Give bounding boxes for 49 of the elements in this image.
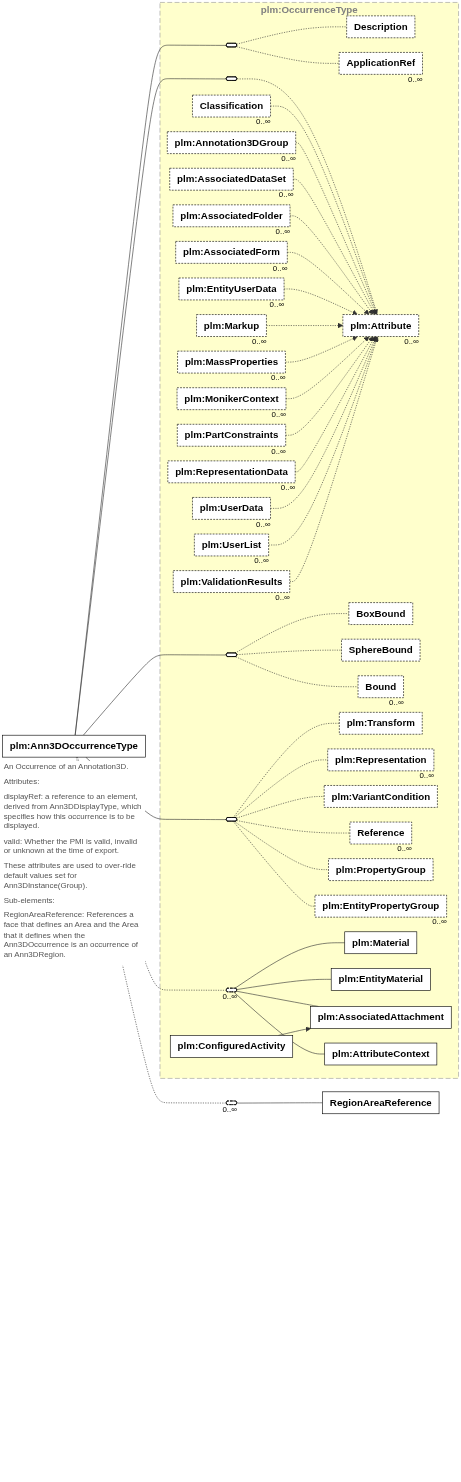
connector bbox=[233, 821, 316, 907]
connector bbox=[83, 654, 227, 736]
connector bbox=[233, 759, 328, 819]
connector bbox=[234, 613, 350, 654]
node-box: Classification bbox=[192, 94, 271, 118]
node-box: plm:Material bbox=[344, 931, 418, 955]
connector bbox=[236, 46, 340, 64]
node-box: plm:UserData bbox=[192, 497, 271, 520]
node-box: plm:Annotation3DGroup bbox=[167, 131, 296, 154]
node-box: plm:MassProperties bbox=[177, 350, 286, 374]
node-box: plm:Representation bbox=[327, 748, 435, 772]
connector bbox=[236, 979, 332, 990]
node-box: plm:Attribute bbox=[342, 314, 420, 337]
node-box: plm:AssociatedForm bbox=[175, 241, 288, 264]
node-box: plm:PropertyGroup bbox=[328, 858, 434, 881]
node-box: RegionAreaReference bbox=[322, 1091, 440, 1115]
node-box: plm:RepresentationData bbox=[167, 460, 296, 484]
node-box: ApplicationRef bbox=[338, 52, 423, 75]
node-box: plm:VariantCondition bbox=[323, 785, 438, 808]
node-box: plm:Ann3DOccurrenceType bbox=[2, 734, 146, 758]
node-box: plm:ConfiguredActivity bbox=[169, 1035, 294, 1058]
node-box: plm:EntityMaterial bbox=[330, 968, 431, 991]
node-box: plm:EntityPropertyGroup bbox=[314, 894, 447, 918]
node-box: SphereBound bbox=[341, 638, 421, 662]
node-box: Description bbox=[346, 15, 416, 39]
connector bbox=[233, 991, 325, 1055]
node-box: plm:EntityUserData bbox=[178, 277, 285, 301]
node-box: plm:Markup bbox=[196, 314, 267, 337]
node-box: plm:ValidationResults bbox=[172, 570, 291, 593]
node-box: plm:PartConstraints bbox=[177, 424, 286, 447]
connector bbox=[234, 821, 329, 870]
node-box: plm:MonikerContext bbox=[176, 387, 287, 410]
node-box: BoxBound bbox=[348, 602, 414, 625]
node-box: plm:AssociatedFolder bbox=[172, 204, 291, 228]
node-box: plm:AttributeContext bbox=[324, 1042, 438, 1066]
node-box: plm:AssociatedAttachment bbox=[310, 1006, 452, 1029]
node-box: Reference bbox=[349, 821, 412, 845]
connector bbox=[232, 723, 340, 819]
connector bbox=[236, 26, 347, 45]
connector bbox=[236, 1102, 323, 1104]
node-box: plm:AssociatedDataSet bbox=[169, 167, 294, 191]
connector bbox=[235, 656, 359, 688]
connector bbox=[236, 796, 325, 819]
connector bbox=[236, 820, 351, 834]
node-box: plm:UserList bbox=[194, 533, 269, 557]
node-box: plm:Transform bbox=[339, 712, 423, 735]
connector bbox=[234, 942, 346, 989]
connector bbox=[236, 649, 342, 655]
node-box: Bound bbox=[357, 675, 404, 698]
